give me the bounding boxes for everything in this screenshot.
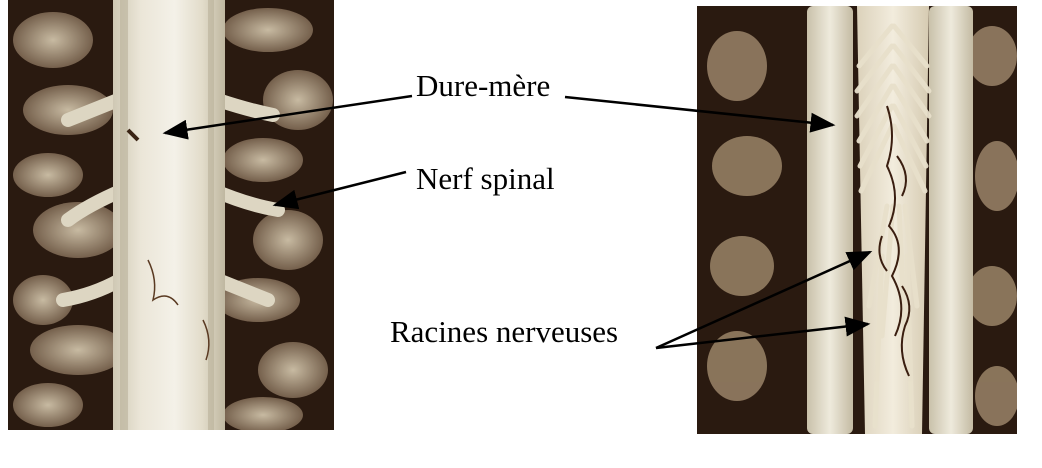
photo-spinal-cord-dura xyxy=(8,0,334,430)
dissection-image-roots xyxy=(697,6,1017,434)
arrow-nerf-spinal xyxy=(272,170,407,210)
arrow-dure-mere-right xyxy=(564,95,836,133)
label-dure-mere: Dure-mère xyxy=(416,68,551,103)
photo-nerve-roots xyxy=(697,6,1017,434)
arrow-racines-lower xyxy=(655,316,871,350)
arrow-dure-mere-left xyxy=(162,94,413,140)
label-nerf-spinal: Nerf spinal xyxy=(416,161,555,196)
dissection-image-dura xyxy=(8,0,334,430)
label-racines-nerveuses: Racines nerveuses xyxy=(390,314,619,349)
arrow-racines-upper xyxy=(655,250,873,350)
